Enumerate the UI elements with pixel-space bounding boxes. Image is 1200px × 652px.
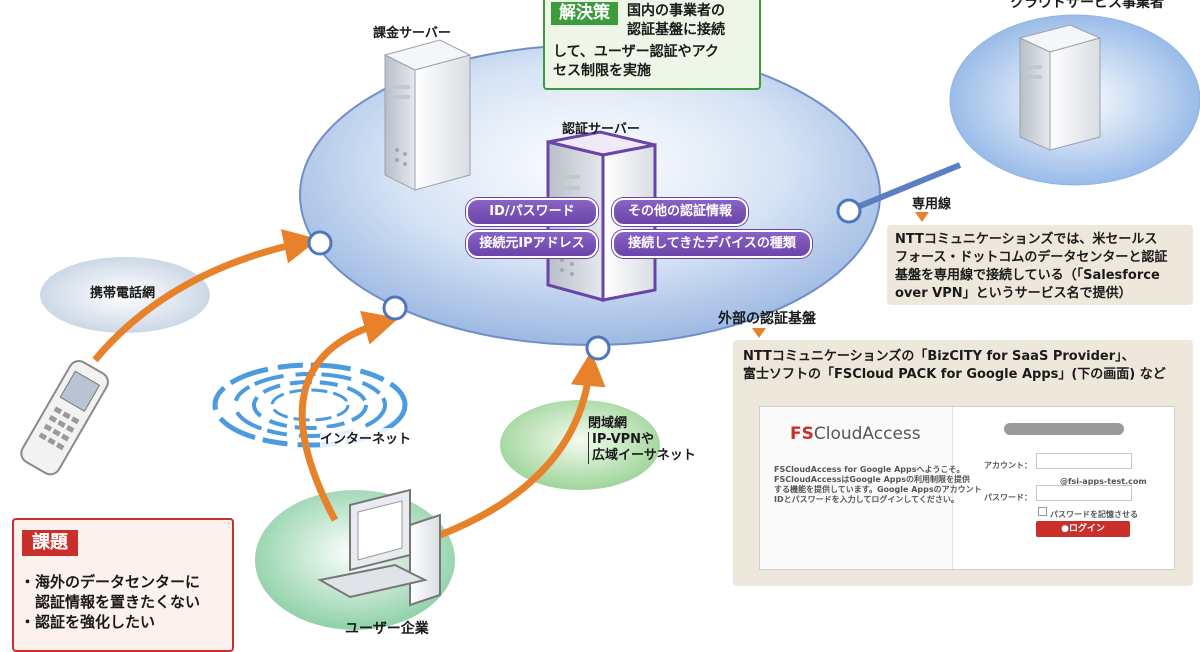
mobile-network-ellipse xyxy=(40,257,210,333)
issue-line-3: ・認証を強化したい xyxy=(20,613,156,631)
closed-network-detail-1: IP-VPNや xyxy=(588,432,696,448)
issue-line-1: ・海外のデータセンターに xyxy=(20,573,201,591)
cloud-provider-label: クラウドサービス事業者 xyxy=(1010,0,1164,11)
ntt-note-line-3: 基盤を専用線で接続している（「Salesforce xyxy=(895,268,1160,283)
mobile-phone-icon xyxy=(20,360,109,476)
arrow-mobile xyxy=(92,229,319,363)
login-right-header xyxy=(1004,423,1124,435)
login-button[interactable]: ●ログイン xyxy=(1036,521,1130,537)
diagram-canvas xyxy=(20,14,1200,630)
login-button-label: ログイン xyxy=(1068,524,1105,534)
remember-checkbox[interactable] xyxy=(1038,507,1047,516)
fscloud-logo-rest: CloudAccess xyxy=(813,424,921,444)
ntt-note-line-4: over VPN」というサービス名で提供） xyxy=(895,286,1132,301)
arrow-closed xyxy=(438,351,606,539)
dedicated-line-label: 専用線 xyxy=(912,197,952,212)
password-input[interactable] xyxy=(1036,485,1132,501)
ntt-note-pointer xyxy=(915,212,929,222)
user-side-label: ユーザー企業 xyxy=(345,621,429,637)
auth-item-other: その他の認証情報 xyxy=(612,198,748,226)
login-desc-4: IDとパスワードを入力してログインしてください。 xyxy=(774,495,959,504)
fscloud-logo-fs: FS xyxy=(790,424,814,444)
account-input[interactable] xyxy=(1036,453,1132,469)
closed-network-text: 閉域網 IP-VPNや 広域イーサネット xyxy=(588,416,696,464)
mobile-network-label: 携帯電話網 xyxy=(90,286,156,301)
solution-line-4: セス制限を実施 xyxy=(553,63,651,79)
connection-nodes xyxy=(307,198,862,361)
login-desc-2: FSCloudAccessはGoogle Appsの利用制限を提供 xyxy=(774,475,971,484)
login-screen: FSCloudAccess FSCloudAccess for Google A… xyxy=(759,406,1175,570)
solution-line-1: 国内の事業者の xyxy=(627,3,725,19)
issue-tag: 課題 xyxy=(22,530,78,556)
external-note-pointer xyxy=(752,328,766,338)
ntt-note: NTTコミュニケーションズでは、米セールス フォース・ドットコムのデータセンター… xyxy=(887,225,1193,305)
external-note-line-1: NTTコミュニケーションズの「BizCITY for SaaS Provider… xyxy=(743,349,1135,364)
external-note-line-2: 富士ソフトの「FSCloud PACK for Google Apps」(下の画… xyxy=(743,367,1166,382)
login-desc-3: する機能を提供しています。Google Appsのアカウント xyxy=(774,485,982,494)
account-label: アカウント： xyxy=(984,461,1032,470)
login-left-panel: FSCloudAccess FSCloudAccess for Google A… xyxy=(760,407,982,569)
closed-network-ellipse xyxy=(500,400,660,490)
internet-label: インターネット xyxy=(320,428,412,447)
arrow-internet xyxy=(298,310,399,522)
solution-box: 解決策 国内の事業者の 認証基盤に接続 して、ユーザー認証やアク セス制限を実施 xyxy=(543,0,761,90)
domain-hint: @fsi-apps-test.com xyxy=(1060,477,1147,486)
cloud-server-icon xyxy=(1018,24,1102,151)
solution-tag: 解決策 xyxy=(551,2,618,25)
auth-item-device-type: 接続してきたデバイスの種類 xyxy=(612,230,812,258)
billing-server-icon xyxy=(383,39,472,191)
fscloud-logo: FSCloudAccess xyxy=(790,425,921,443)
password-label: パスワード： xyxy=(984,493,1032,502)
auth-server-label: 認証サーバー xyxy=(562,122,640,137)
auth-item-source-ip: 接続元IPアドレス xyxy=(466,230,598,258)
external-auth-label: 外部の認証基盤 xyxy=(718,311,816,327)
external-note: NTTコミュニケーションズの「BizCITY for SaaS Provider… xyxy=(733,340,1193,586)
closed-network-label: 閉域網 xyxy=(588,416,628,431)
issue-line-2: 認証情報を置きたくない xyxy=(20,593,201,611)
solution-line-2: 認証基盤に接続 xyxy=(627,22,725,38)
ntt-note-line-1: NTTコミュニケーションズでは、米セールス xyxy=(895,232,1158,247)
login-desc-1: FSCloudAccess for Google Appsへようこそ。 xyxy=(774,465,965,474)
remember-label: パスワードを記憶させる xyxy=(1050,510,1138,519)
solution-line-3: して、ユーザー認証やアク xyxy=(553,44,719,60)
billing-server-label: 課金サーバー xyxy=(373,26,451,41)
closed-network-detail-2: 広域イーサネット xyxy=(588,448,696,464)
ntt-note-line-2: フォース・ドットコムのデータセンターと認証 xyxy=(895,250,1168,265)
login-button-icon: ● xyxy=(1061,524,1069,534)
dedicated-line xyxy=(848,162,962,213)
auth-item-id-password: ID/パスワード xyxy=(466,198,598,226)
issue-box: 課題 ・海外のデータセンターに 認証情報を置きたくない ・認証を強化したい xyxy=(12,518,234,652)
pc-icon xyxy=(317,488,441,607)
